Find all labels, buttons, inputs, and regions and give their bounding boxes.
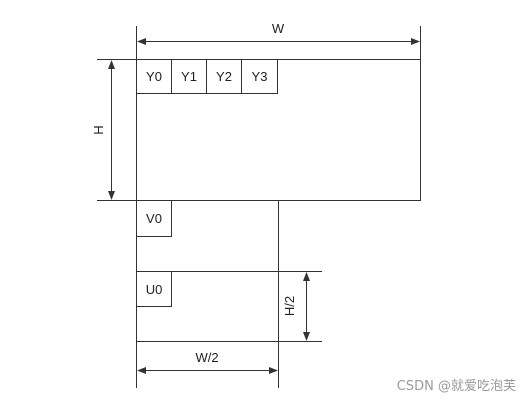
- half-height-dimension: H/2: [279, 271, 322, 342]
- y-cell-3-label: Y3: [252, 69, 268, 84]
- u-cell-0-label: U0: [146, 282, 163, 297]
- arrow-left-icon: [137, 367, 146, 374]
- arrow-up-icon: [108, 60, 115, 69]
- width-label: W: [272, 21, 285, 36]
- y-cell-2-label: Y2: [216, 69, 232, 84]
- y-cell-3: [241, 59, 278, 94]
- arrow-down-icon: [303, 332, 310, 341]
- y-cell-1-label: Y1: [181, 69, 197, 84]
- v-cell-0: [136, 200, 172, 237]
- v-cell-0-label: V0: [146, 211, 162, 226]
- arrow-left-icon: [137, 38, 146, 45]
- y-cell-1: [171, 59, 207, 94]
- y-cell-0: [136, 59, 172, 94]
- arrow-right-icon: [411, 38, 420, 45]
- watermark-text: CSDN @就爱吃泡芙: [397, 378, 516, 394]
- half-width-dimension: W/2: [136, 342, 279, 388]
- arrow-down-icon: [108, 191, 115, 200]
- u-cell-0: [136, 271, 172, 307]
- arrow-up-icon: [303, 272, 310, 281]
- width-dimension: W: [136, 21, 421, 59]
- height-label: H: [91, 125, 106, 134]
- half-width-label: W/2: [195, 350, 218, 365]
- height-dimension: H: [91, 59, 136, 201]
- y-cell-0-label: Y0: [146, 69, 162, 84]
- y-plane-cells: Y0 Y1 Y2 Y3: [136, 59, 278, 94]
- half-height-label: H/2: [282, 296, 297, 316]
- arrow-right-icon: [269, 367, 278, 374]
